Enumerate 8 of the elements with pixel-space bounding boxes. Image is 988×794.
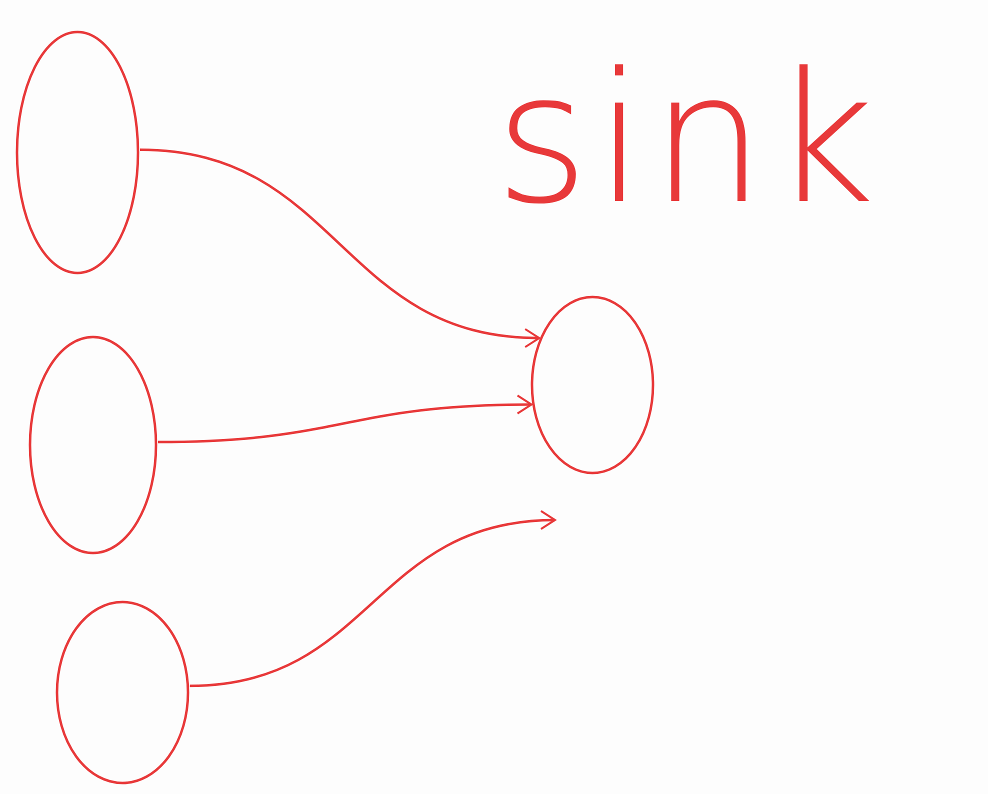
- circle-node: [530, 295, 655, 475]
- circle-node: [55, 600, 190, 785]
- node-caption: sink: [495, 50, 882, 230]
- arrow: [158, 394, 532, 444]
- arrow: [190, 511, 556, 688]
- arrow: [140, 148, 540, 347]
- circle-node: [28, 335, 158, 555]
- circle-node: [15, 30, 140, 275]
